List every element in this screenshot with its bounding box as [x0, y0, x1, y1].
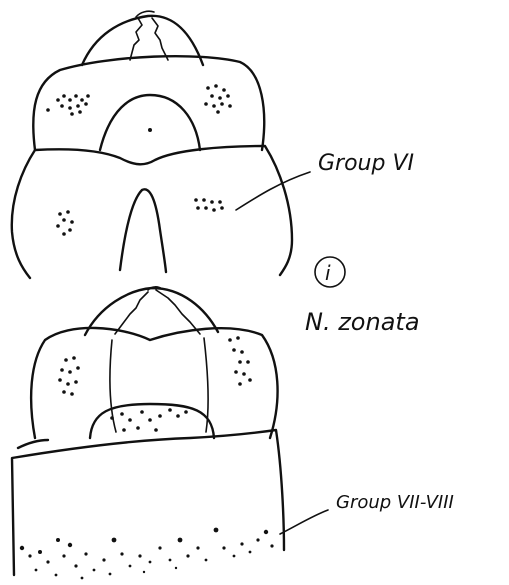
- upper-group-leader: [236, 172, 310, 210]
- upper-mandible-right: [152, 18, 168, 60]
- plate-marker: i: [315, 257, 345, 287]
- lower-specimen: [12, 287, 328, 580]
- middle-dot-cluster-left: [56, 210, 74, 236]
- lower-group-label: Group VII-VIII: [336, 492, 454, 513]
- plate-marker-letter: i: [325, 261, 331, 285]
- lower-dot-cluster-center: [110, 408, 188, 432]
- lower-band-top: [18, 440, 48, 448]
- upper-dot-cluster-left: [46, 94, 90, 116]
- lower-dot-cluster-right: [228, 336, 252, 386]
- upper-segment-inner-v: [120, 189, 166, 272]
- lower-band-outline: [12, 430, 284, 575]
- lower-mandible-right: [156, 290, 200, 334]
- species-label: N. zonata: [305, 308, 420, 336]
- upper-tergite-arch: [100, 95, 200, 150]
- lower-group-leader: [280, 510, 328, 534]
- upper-group-label: Group VI: [318, 151, 414, 176]
- upper-center-dot: [148, 128, 152, 132]
- upper-tergite-outline: [33, 56, 264, 150]
- middle-dot-cluster-right: [194, 198, 224, 212]
- lower-band-stipple: [20, 528, 274, 580]
- upper-mandible-left: [130, 18, 142, 60]
- lower-tergite-arch: [90, 404, 214, 438]
- upper-dot-cluster-right: [204, 84, 232, 114]
- upper-segment-outline: [12, 146, 292, 278]
- upper-specimen: [12, 11, 310, 278]
- lower-dot-cluster-left: [58, 356, 80, 396]
